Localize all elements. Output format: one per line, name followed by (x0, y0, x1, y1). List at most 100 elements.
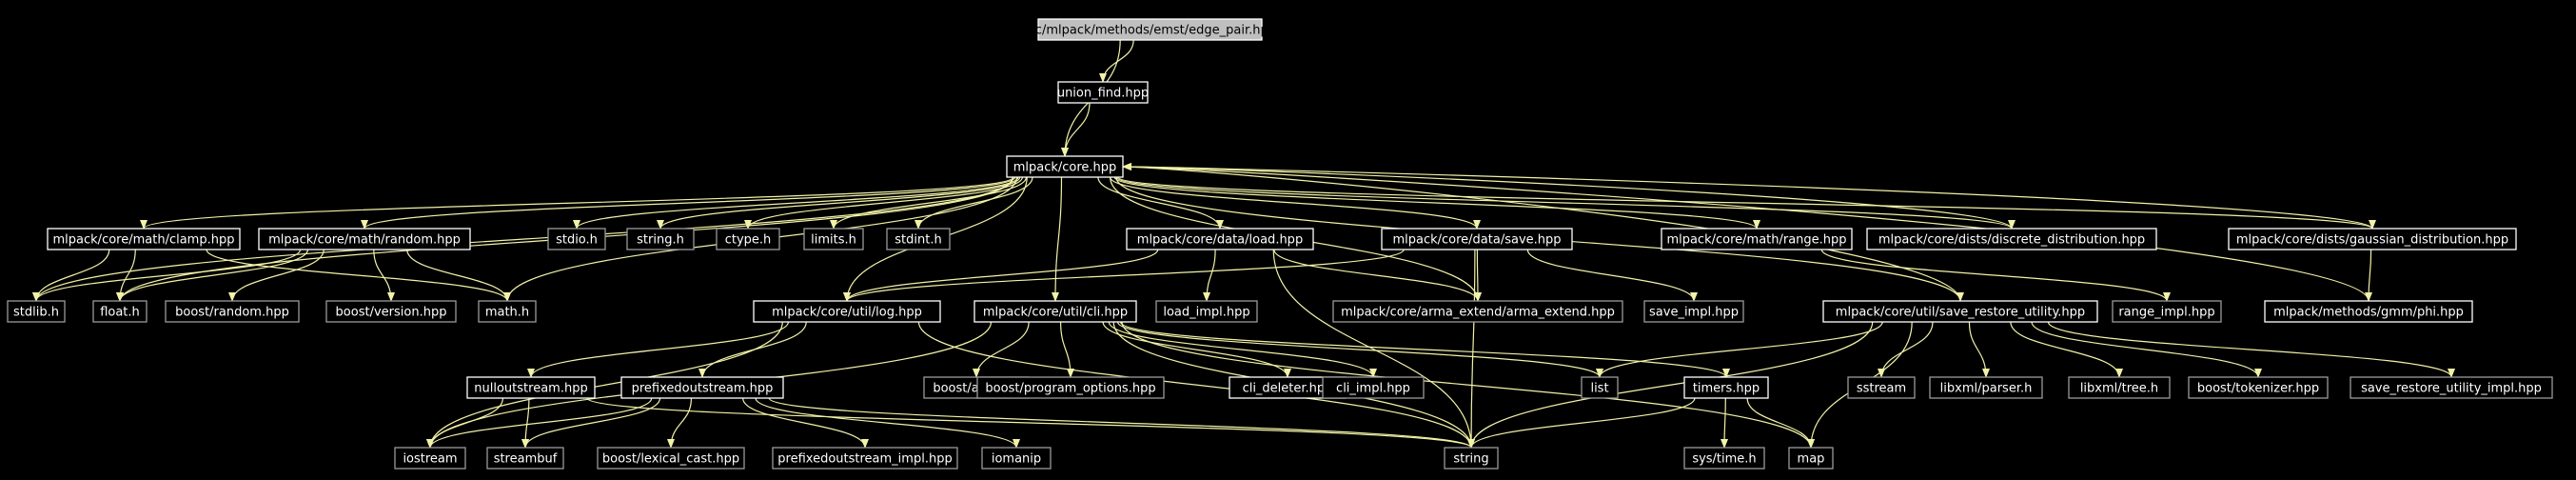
node-float-h: float.h (92, 300, 147, 323)
node-edge-pair[interactable]: src/mlpack/methods/emst/edge_pair.hpp (1024, 18, 1276, 41)
edge-load-to-log (843, 249, 1159, 302)
node-label: prefixedoutstream.hpp (632, 382, 774, 396)
edge-clamp-to-stdlib (32, 249, 110, 302)
node-label: boost/lexical_cast.hpp (602, 452, 739, 467)
edge-timers-to-map (1746, 397, 1815, 449)
edge-save-to-save_impl (1526, 249, 1698, 302)
node-box (466, 376, 596, 399)
edge-random-to-boost_random (228, 249, 324, 302)
node-libxml-tree: libxml/tree.h (2068, 376, 2171, 399)
node-range[interactable]: mlpack/core/math/range.hpp (1661, 228, 1853, 250)
node-box (47, 228, 241, 250)
node-clamp[interactable]: mlpack/core/math/clamp.hpp (47, 228, 241, 250)
node-box (2188, 376, 2329, 399)
edge-range-to-range_impl (1820, 249, 2171, 302)
edge-cli-to-timers (1119, 321, 1730, 378)
node-box (1866, 228, 2157, 250)
edge-log-to-string (917, 321, 1475, 449)
node-box (620, 376, 784, 399)
node-label: iomanip (992, 452, 1041, 467)
node-label: math.h (485, 306, 529, 320)
node-save[interactable]: mlpack/core/data/save.hpp (1381, 228, 1573, 250)
node-box (716, 228, 780, 250)
edge-core-to-load (1097, 176, 1224, 230)
edge-sru-to-boost_tokenizer (2031, 321, 2262, 378)
node-box (1683, 447, 1765, 470)
node-load[interactable]: mlpack/core/data/load.hpp (1126, 228, 1314, 250)
node-box (1661, 228, 1853, 250)
edge-prefixed-to-string (768, 397, 1475, 449)
edge-sru-to-libxml_parser (1968, 321, 1990, 378)
node-box (1006, 155, 1124, 178)
node-cli-deleter[interactable]: cli_deleter.hpp (1229, 376, 1347, 399)
node-union-find[interactable]: union_find.hpp (1057, 81, 1149, 104)
node-label: mlpack/core/data/save.hpp (1392, 233, 1561, 248)
edge-gaussian-to-phi (2365, 249, 2373, 302)
node-box (981, 447, 1052, 470)
node-timers[interactable]: timers.hpp (1683, 376, 1769, 399)
node-sru[interactable]: mlpack/core/util/save_restore_utility.hp… (1822, 300, 2098, 323)
node-box (1643, 300, 1744, 323)
node-label: cli_impl.hpp (1336, 382, 1410, 396)
edge-load-to-load_impl (1203, 249, 1216, 302)
node-nullout[interactable]: nulloutstream.hpp (466, 376, 596, 399)
edge-prefixed-to-prefixed_impl (742, 397, 869, 449)
node-cli[interactable]: mlpack/core/util/cli.hpp (973, 300, 1137, 323)
node-box (886, 228, 951, 250)
node-label: libxml/tree.h (2080, 382, 2158, 396)
node-label: mlpack/core/data/load.hpp (1137, 233, 1303, 248)
node-prefixed[interactable]: prefixedoutstream.hpp (620, 376, 784, 399)
node-random[interactable]: mlpack/core/math/random.hpp (258, 228, 471, 250)
node-math-h: math.h (478, 300, 537, 323)
node-limits: limits.h (803, 228, 864, 250)
edge-timers-to-string (1467, 397, 1696, 449)
edge-timers-to-sys_time (1721, 397, 1729, 449)
node-core[interactable]: mlpack/core.hpp (1006, 155, 1124, 178)
node-discrete[interactable]: mlpack/core/dists/discrete_distribution.… (1866, 228, 2157, 250)
node-boost-tokenizer: boost/tokenizer.hpp (2188, 376, 2329, 399)
node-label: list (1590, 382, 1608, 396)
node-label: mlpack/core.hpp (1013, 161, 1117, 175)
edge-prefixed-to-iomanip (755, 397, 1020, 449)
edge-core-to-random (361, 176, 1016, 230)
node-phi[interactable]: mlpack/methods/gmm/phi.hpp (2264, 300, 2473, 323)
edge-core-to-clamp (140, 176, 1014, 230)
node-box (772, 447, 958, 470)
node-sru-impl: save_restore_utility_impl.hpp (2350, 376, 2553, 399)
node-gaussian[interactable]: mlpack/core/dists/gaussian_distribution.… (2228, 228, 2517, 250)
edges (32, 39, 2455, 449)
node-label: limits.h (811, 233, 856, 248)
node-arma-extend: mlpack/core/arma_extend/arma_extend.hpp (1332, 300, 1623, 323)
node-box (165, 300, 300, 323)
node-save-impl: save_impl.hpp (1643, 300, 1744, 323)
edge-core-to-stdint (914, 176, 1033, 230)
edge-prefixed-to-lexical_cast (667, 397, 693, 449)
node-label: boost/version.hpp (336, 306, 447, 320)
node-sstream: sstream (1847, 376, 1916, 399)
edge-random-to-math_h (406, 249, 511, 302)
edge-core-to-string_h (657, 176, 1021, 230)
edge-random-to-stdlib (32, 249, 302, 302)
edge-core-to-ctype (744, 176, 1023, 230)
node-label: mlpack/core/math/random.hpp (268, 233, 461, 248)
edge-core-to-limits (830, 176, 1027, 230)
edge-cli-to-cli_impl (1108, 321, 1377, 378)
edge-clamp-to-math_h (206, 249, 511, 302)
node-label: mlpack/core/math/clamp.hpp (53, 233, 235, 248)
node-string-h: string.h (626, 228, 695, 250)
node-box (2264, 300, 2473, 323)
node-label: cli_deleter.hpp (1243, 382, 1333, 396)
edge-phi-to-core (1122, 163, 2370, 302)
edge-sru-to-libxml_tree (2010, 321, 2123, 378)
node-label: nulloutstream.hpp (474, 382, 587, 396)
node-label: prefixedoutstream_impl.hpp (777, 452, 952, 467)
edge-core-to-range (1113, 176, 1760, 230)
node-label: mlpack/core/util/save_restore_utility.hp… (1836, 306, 2085, 320)
node-label: range_impl.hpp (2118, 306, 2214, 320)
node-box (1444, 447, 1499, 470)
edge-log-to-nullout (527, 321, 789, 378)
node-label: timers.hpp (1693, 382, 1760, 396)
edge-nullout-to-streambuf (521, 397, 530, 449)
node-box (1037, 18, 1263, 41)
node-log[interactable]: mlpack/core/util/log.hpp (753, 300, 941, 323)
